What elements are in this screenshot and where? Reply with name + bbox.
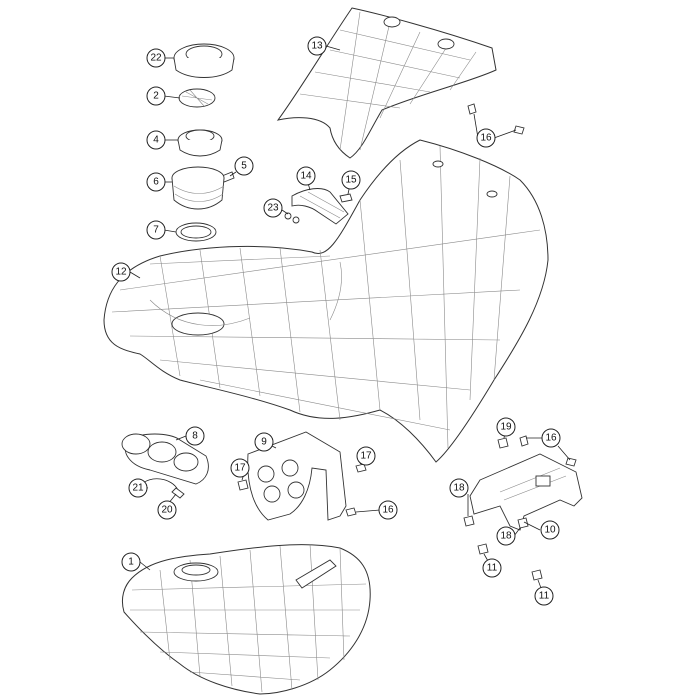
callout-label: 15 (345, 175, 357, 186)
part-7-o-ring (175, 222, 217, 242)
callout-label: 17 (234, 463, 246, 474)
callout-17-left: 17 (230, 458, 250, 478)
callout-label: 6 (153, 177, 159, 188)
part-15-screw (339, 193, 353, 203)
callout-label: 11 (487, 563, 498, 574)
callout-16-top: 16 (476, 128, 496, 148)
callout-label: 12 (115, 267, 127, 278)
callout-2: 2 (146, 86, 166, 106)
part-23-nuts (284, 212, 300, 224)
callout-11-right: 11 (534, 586, 554, 606)
callout-12: 12 (111, 262, 131, 282)
callout-11-left: 11 (482, 558, 502, 578)
callout-10: 10 (540, 520, 560, 540)
callout-label: 18 (453, 483, 465, 494)
callout-label: 20 (161, 505, 173, 516)
callout-19: 19 (496, 417, 516, 437)
part-14-small-bracket (291, 188, 349, 225)
callout-17-right: 17 (356, 446, 376, 466)
callout-16-middle: 16 (378, 500, 398, 520)
callout-label: 1 (128, 557, 134, 568)
callout-21: 21 (128, 478, 148, 498)
callout-label: 11 (539, 591, 550, 602)
callout-label: 21 (132, 483, 144, 494)
callout-label: 4 (153, 135, 159, 146)
callout-label: 16 (545, 433, 557, 444)
callout-label: 5 (241, 161, 247, 172)
callout-16-right: 16 (541, 428, 561, 448)
callout-4: 4 (146, 130, 166, 150)
callout-label: 16 (480, 133, 492, 144)
callout-18-right: 18 (496, 526, 516, 546)
callout-18-left: 18 (449, 478, 469, 498)
part-9-bracket-plate (237, 431, 367, 521)
callout-label: 14 (300, 171, 312, 182)
callout-8: 8 (185, 426, 205, 446)
callout-1: 1 (121, 552, 141, 572)
part-10-rear-bracket (463, 435, 583, 581)
part-12-main-shroud (103, 139, 549, 463)
part-8-fuel-pump (121, 433, 209, 485)
callout-23: 23 (263, 198, 283, 218)
callout-15: 15 (341, 170, 361, 190)
callout-label: 13 (311, 41, 323, 52)
callout-5: 5 (234, 156, 254, 176)
callout-22: 22 (146, 48, 166, 68)
callout-label: 22 (150, 53, 162, 64)
callout-label: 16 (382, 505, 394, 516)
callout-label: 19 (500, 422, 512, 433)
callout-7: 7 (146, 220, 166, 240)
callout-20: 20 (157, 500, 177, 520)
callout-label: 17 (360, 451, 372, 462)
callout-14: 14 (296, 166, 316, 186)
callout-label: 23 (267, 203, 279, 214)
part-4-cap-housing (177, 129, 223, 157)
callout-6: 6 (146, 172, 166, 192)
part-22-seal-ring (173, 43, 235, 78)
callout-label: 18 (500, 531, 512, 542)
part-13-cover-panel (276, 7, 497, 159)
callout-label: 2 (153, 91, 159, 102)
callout-13: 13 (307, 36, 327, 56)
callout-label: 10 (544, 525, 556, 536)
part-6-filler-neck (171, 166, 225, 210)
callout-label: 9 (261, 437, 267, 448)
callout-label: 8 (192, 431, 198, 442)
part-2-fuel-cap (178, 88, 216, 108)
part-16-screw-top (467, 103, 525, 135)
callout-9: 9 (254, 432, 274, 452)
part-1-fuel-tank (121, 543, 371, 695)
callout-label: 7 (153, 225, 159, 236)
